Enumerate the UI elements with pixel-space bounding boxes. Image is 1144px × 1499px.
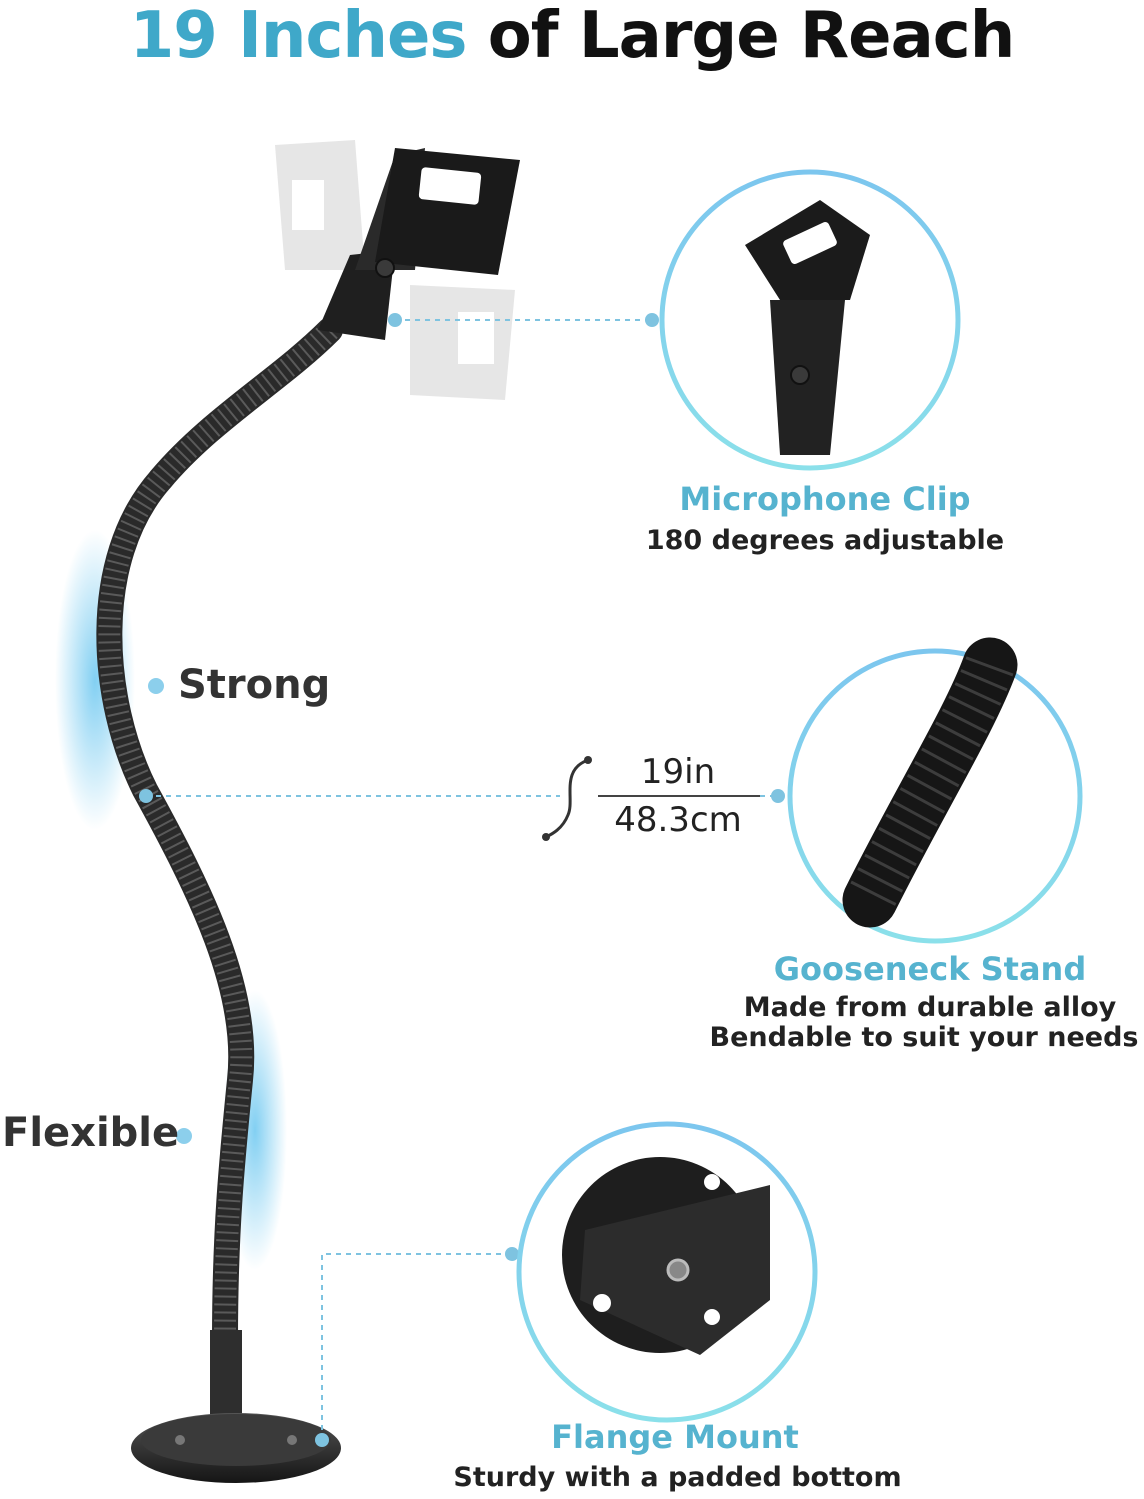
break-symbol	[545, 758, 589, 839]
ghost-clip-left	[275, 140, 365, 270]
callout-base-line	[321, 1253, 512, 1440]
feature-title-gooseneck: Gooseneck Stand	[773, 950, 1087, 988]
feature-text-gooseneck-1: Made from durable alloy	[743, 992, 1117, 1023]
length-inches: 19in	[640, 752, 716, 792]
feature-text-microphone-clip: 180 degrees adjustable	[645, 525, 1005, 556]
strong-label: Strong	[178, 662, 331, 708]
microphone-clip-main	[318, 148, 520, 340]
feature-text-gooseneck-2: Bendable to suit your needs	[709, 1022, 1139, 1053]
title-rest: of Large Reach	[487, 0, 1015, 73]
callout-clip-dot	[388, 313, 402, 327]
gooseneck-body	[96, 317, 343, 1353]
feature-title-flange-mount: Flange Mount	[551, 1418, 799, 1456]
clip-detail-circle	[659, 169, 961, 471]
flexible-dot	[176, 1128, 192, 1144]
strong-dot	[148, 678, 164, 694]
feature-text-flange-mount: Sturdy with a padded bottom	[453, 1462, 902, 1493]
gooseneck-detail-circle	[787, 637, 1083, 944]
title-accent: 19 Inches	[129, 0, 468, 73]
flange-detail-circle	[516, 1121, 818, 1423]
flange-base	[131, 1330, 341, 1483]
ghost-clip-right	[410, 285, 515, 400]
page-title: 19 Inches of Large Reach	[0, 0, 1144, 80]
feature-title-microphone-clip: Microphone Clip	[679, 480, 971, 518]
flexible-label: Flexible	[2, 1110, 180, 1156]
length-centimeters: 48.3cm	[614, 800, 742, 840]
